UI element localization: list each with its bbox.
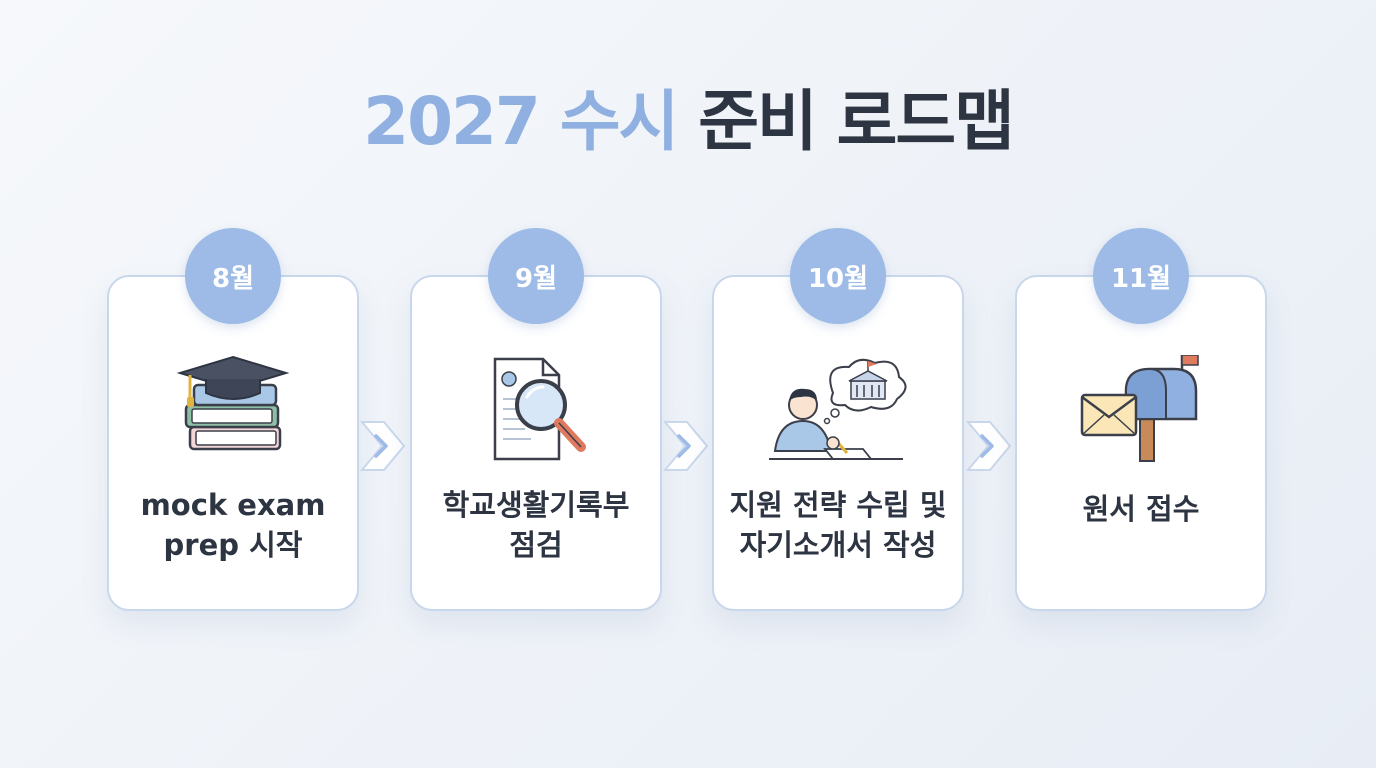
chevron-right-icon xyxy=(662,418,709,474)
step-label-2: 학교생활기록부 점검 xyxy=(426,485,646,565)
step-label-1-line1: mock exam xyxy=(140,488,326,522)
month-badge-1: 8월 xyxy=(185,228,281,324)
mailbox-envelope-icon xyxy=(1076,354,1206,465)
title-rest: 준비 로드맵 xyxy=(698,83,1015,160)
step-card-2: 학교생활기록부 점검 xyxy=(410,275,662,611)
student-writing-icon xyxy=(763,355,913,465)
step-label-1: mock exam prep 시작 xyxy=(123,485,343,565)
step-label-4-line1: 원서 접수 xyxy=(1082,492,1200,526)
step-label-3-line2: 자기소개서 작성 xyxy=(739,528,937,562)
step-label-4: 원서 접수 xyxy=(1031,489,1251,529)
chevron-right-icon xyxy=(359,418,406,474)
document-magnifier-icon xyxy=(471,355,601,465)
step-label-3-line1: 지원 전략 수립 및 xyxy=(729,488,947,522)
page-title: 2027 수시 준비 로드맵 xyxy=(0,82,1376,162)
step-label-2-line1: 학교생활기록부 xyxy=(442,488,630,522)
step-card-3: 지원 전략 수립 및 자기소개서 작성 xyxy=(712,275,964,611)
chevron-right-icon xyxy=(965,418,1012,474)
step-card-4: 원서 접수 xyxy=(1015,275,1267,611)
month-badge-4: 11월 xyxy=(1093,228,1189,324)
step-card-1: mock exam prep 시작 xyxy=(107,275,359,611)
month-badge-2: 9월 xyxy=(488,228,584,324)
step-label-1-line2: prep 시작 xyxy=(163,528,303,562)
title-accent: 2027 수시 xyxy=(363,83,679,160)
graduation-cap-books-icon xyxy=(168,355,298,465)
month-badge-3: 10월 xyxy=(790,228,886,324)
step-label-3: 지원 전략 수립 및 자기소개서 작성 xyxy=(728,485,948,565)
step-label-2-line2: 점검 xyxy=(509,528,563,562)
